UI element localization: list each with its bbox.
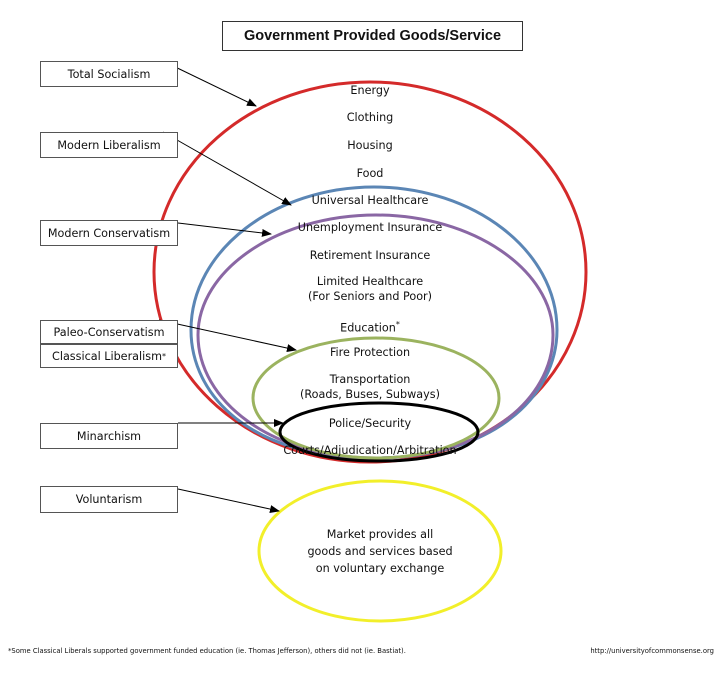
- good-courts: Courts/Adjudication/Arbitration: [283, 444, 457, 457]
- good-limited-healthcare-sub: (For Seniors and Poor): [307, 290, 433, 303]
- label-minarchism: Minarchism: [40, 423, 178, 449]
- good-universal-healthcare: Universal Healthcare: [311, 194, 429, 207]
- arrow-modern-liberalism: [162, 131, 292, 206]
- modern-conservatism-circle: [196, 213, 555, 460]
- market-line-3: on voluntary exchange: [315, 562, 445, 575]
- good-unemployment-insurance: Unemployment Insurance: [297, 221, 443, 234]
- good-transportation-label: Transportation: [329, 373, 411, 386]
- good-housing: Housing: [347, 139, 393, 152]
- label-modern-conservatism: Modern Conservatism: [40, 220, 178, 246]
- good-education-star: *: [395, 320, 400, 329]
- arrow-voluntarism: [177, 488, 280, 513]
- good-food: Food: [356, 167, 384, 180]
- voluntarism-circle: [257, 479, 503, 623]
- source-url: http://universityofcommonsense.org: [590, 647, 714, 655]
- good-transportation-sub: (Roads, Buses, Subways): [300, 388, 440, 401]
- arrow-paleo-conservatism: [158, 319, 297, 352]
- market-line-2: goods and services based: [307, 545, 453, 558]
- label-total-socialism: Total Socialism: [40, 61, 178, 87]
- diagram-title: Government Provided Goods/Service: [222, 21, 523, 51]
- label-classical-liberalism-text: Classical Liberalism: [52, 349, 162, 363]
- good-limited-healthcare: Limited Healthcare (For Seniors and Poor…: [0, 274, 720, 304]
- label-classical-liberalism-star: *: [161, 351, 166, 361]
- label-voluntarism: Voluntarism: [40, 486, 178, 513]
- arrow-total-socialism: [166, 62, 257, 107]
- good-clothing: Clothing: [346, 111, 394, 124]
- label-paleo-conservatism: Paleo-Conservatism: [40, 320, 178, 344]
- good-fire-protection: Fire Protection: [329, 346, 411, 359]
- label-modern-liberalism: Modern Liberalism: [40, 132, 178, 158]
- good-education-label: Education: [340, 321, 396, 335]
- good-energy: Energy: [350, 84, 390, 97]
- arrow-modern-conservatism: [177, 222, 272, 237]
- minarchism-circle: [278, 401, 480, 463]
- label-classical-liberalism: Classical Liberalism*: [40, 344, 178, 368]
- paleo-conservatism-circle: [251, 336, 501, 460]
- footnote: *Some Classical Liberals supported gover…: [8, 647, 406, 655]
- market-line-1: Market provides all: [326, 528, 434, 541]
- modern-liberalism-circle: [189, 185, 559, 460]
- good-transportation: Transportation (Roads, Buses, Subways): [0, 372, 720, 402]
- market-text: Market provides all goods and services b…: [300, 526, 460, 577]
- good-police: Police/Security: [328, 417, 412, 430]
- good-retirement-insurance: Retirement Insurance: [309, 249, 431, 262]
- good-education: Education*: [0, 317, 720, 336]
- good-limited-healthcare-label: Limited Healthcare: [316, 275, 424, 288]
